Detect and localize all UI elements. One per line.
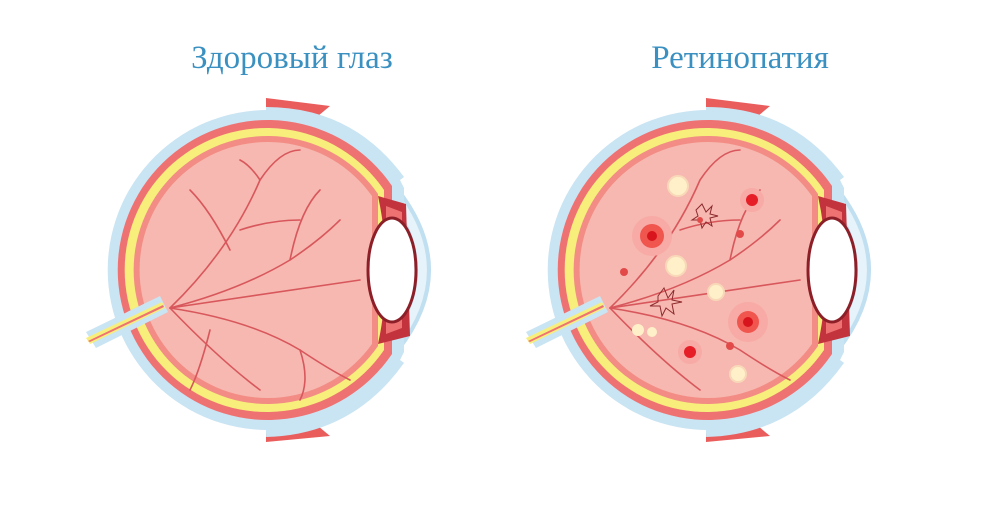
upper-sclera-arc: [265, 107, 405, 183]
retinopathy-eye-diagram: [526, 98, 871, 442]
lower-sclera-arc: [265, 357, 405, 437]
exudates: [632, 175, 747, 383]
hemorrhages: [620, 188, 768, 364]
neovascularization: [649, 203, 719, 318]
vitreous-body: [139, 142, 372, 398]
healthy-eye-title: Здоровый глаз: [191, 40, 393, 76]
lens: [366, 216, 418, 324]
retinopathy-eye-icon: [526, 98, 871, 442]
eye-cross-section-icon: [86, 98, 431, 442]
retinopathy-title: Ретинопатия: [651, 40, 829, 76]
healthy-eye-diagram: [86, 98, 431, 442]
retinal-vessels: [169, 149, 361, 401]
